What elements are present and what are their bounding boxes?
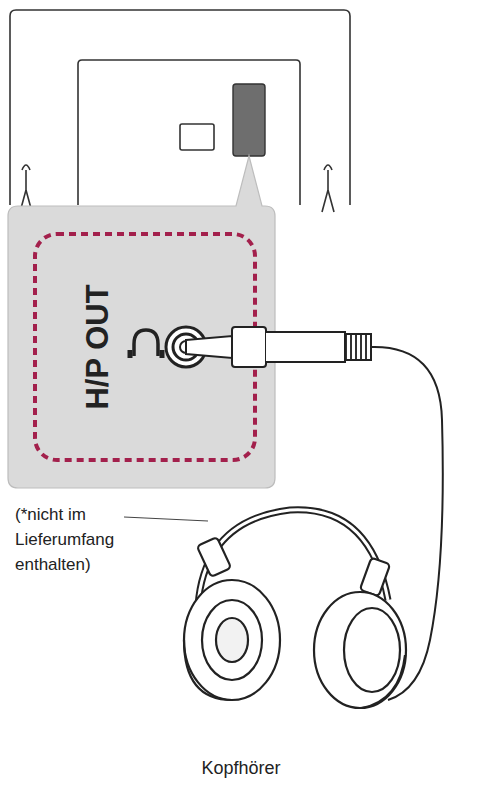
- headphone-symbol: [130, 330, 162, 358]
- port-area: [233, 84, 265, 156]
- tv-back: [10, 10, 350, 212]
- leader-line: [124, 517, 208, 521]
- note-text: (*nicht im Lieferumfang enthalten): [15, 502, 123, 577]
- port-label: H/P OUT: [80, 284, 116, 409]
- dashed-frame: [35, 234, 255, 460]
- headphones: [184, 510, 406, 708]
- callout-panel: [8, 156, 275, 488]
- caption-text: Kopfhörer: [201, 758, 280, 779]
- plug: [186, 327, 371, 367]
